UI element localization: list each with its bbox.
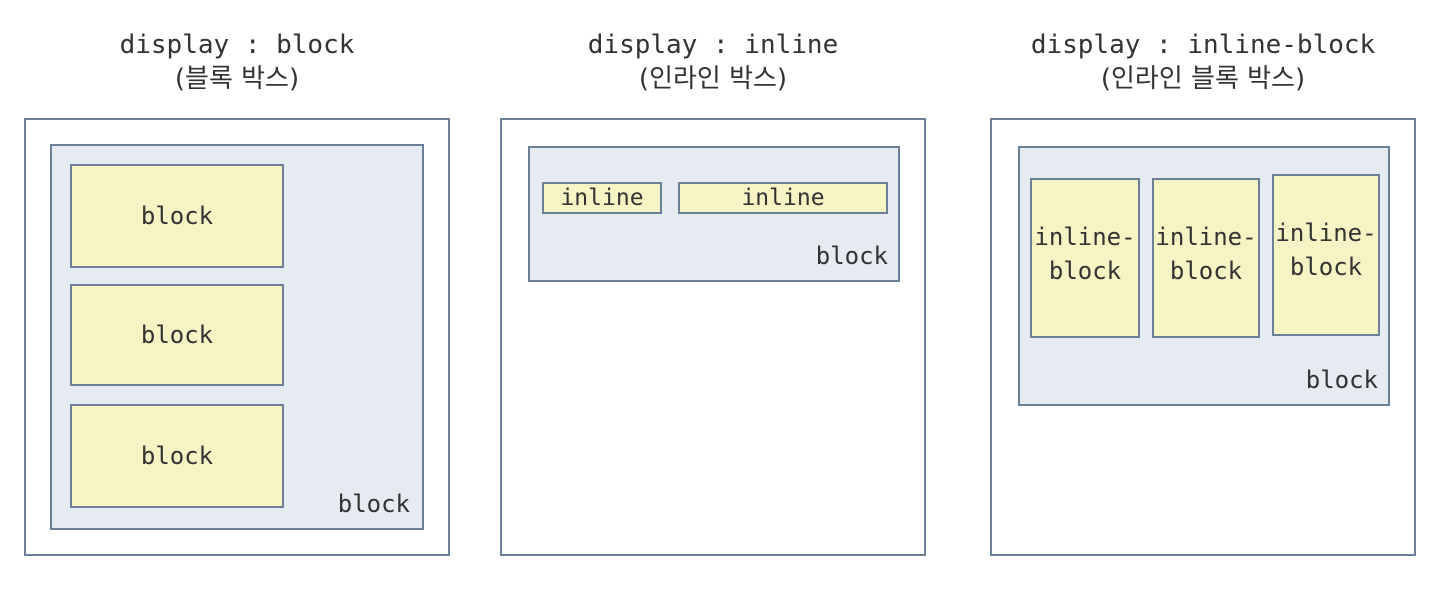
panel-inline-block-container-label: block — [1305, 366, 1378, 394]
panel-block-title: display : block (블록 박스) — [24, 28, 450, 96]
block-item-1: block — [70, 164, 284, 268]
panel-inline-title-code: display : inline — [587, 30, 839, 60]
panel-block-outer-box: block block block block — [24, 118, 450, 556]
panel-inline-block-title: display : inline-block (인라인 블록 박스) — [990, 28, 1416, 96]
inline-item-2: inline — [678, 182, 888, 214]
panel-block-container-label: block — [337, 490, 410, 518]
panel-inline-block-container: inline- block inline- block inline- bloc… — [1018, 146, 1390, 406]
panel-block-title-code: display : block — [119, 30, 355, 60]
panel-block-title-korean: (블록 박스) — [174, 64, 300, 94]
inline-item-1: inline — [542, 182, 662, 214]
panel-inline-block-outer-box: inline- block inline- block inline- bloc… — [990, 118, 1416, 556]
inline-block-item-2: inline- block — [1152, 178, 1260, 338]
panel-inline-title: display : inline (인라인 박스) — [500, 28, 926, 96]
panel-inline-title-korean: (인라인 박스) — [638, 64, 788, 94]
panel-inline-container: inline inline block — [528, 146, 900, 282]
panel-inline-container-label: block — [815, 242, 888, 270]
inline-block-item-3: inline- block — [1272, 174, 1380, 336]
panel-inline-block-title-code: display : inline-block — [1030, 30, 1376, 60]
panel-inline-block-title-korean: (인라인 블록 박스) — [1100, 64, 1306, 94]
panel-inline-outer-box: inline inline block — [500, 118, 926, 556]
block-item-2: block — [70, 284, 284, 386]
block-item-3: block — [70, 404, 284, 508]
inline-block-item-1: inline- block — [1030, 178, 1140, 338]
panel-block-container: block block block block — [50, 144, 424, 530]
